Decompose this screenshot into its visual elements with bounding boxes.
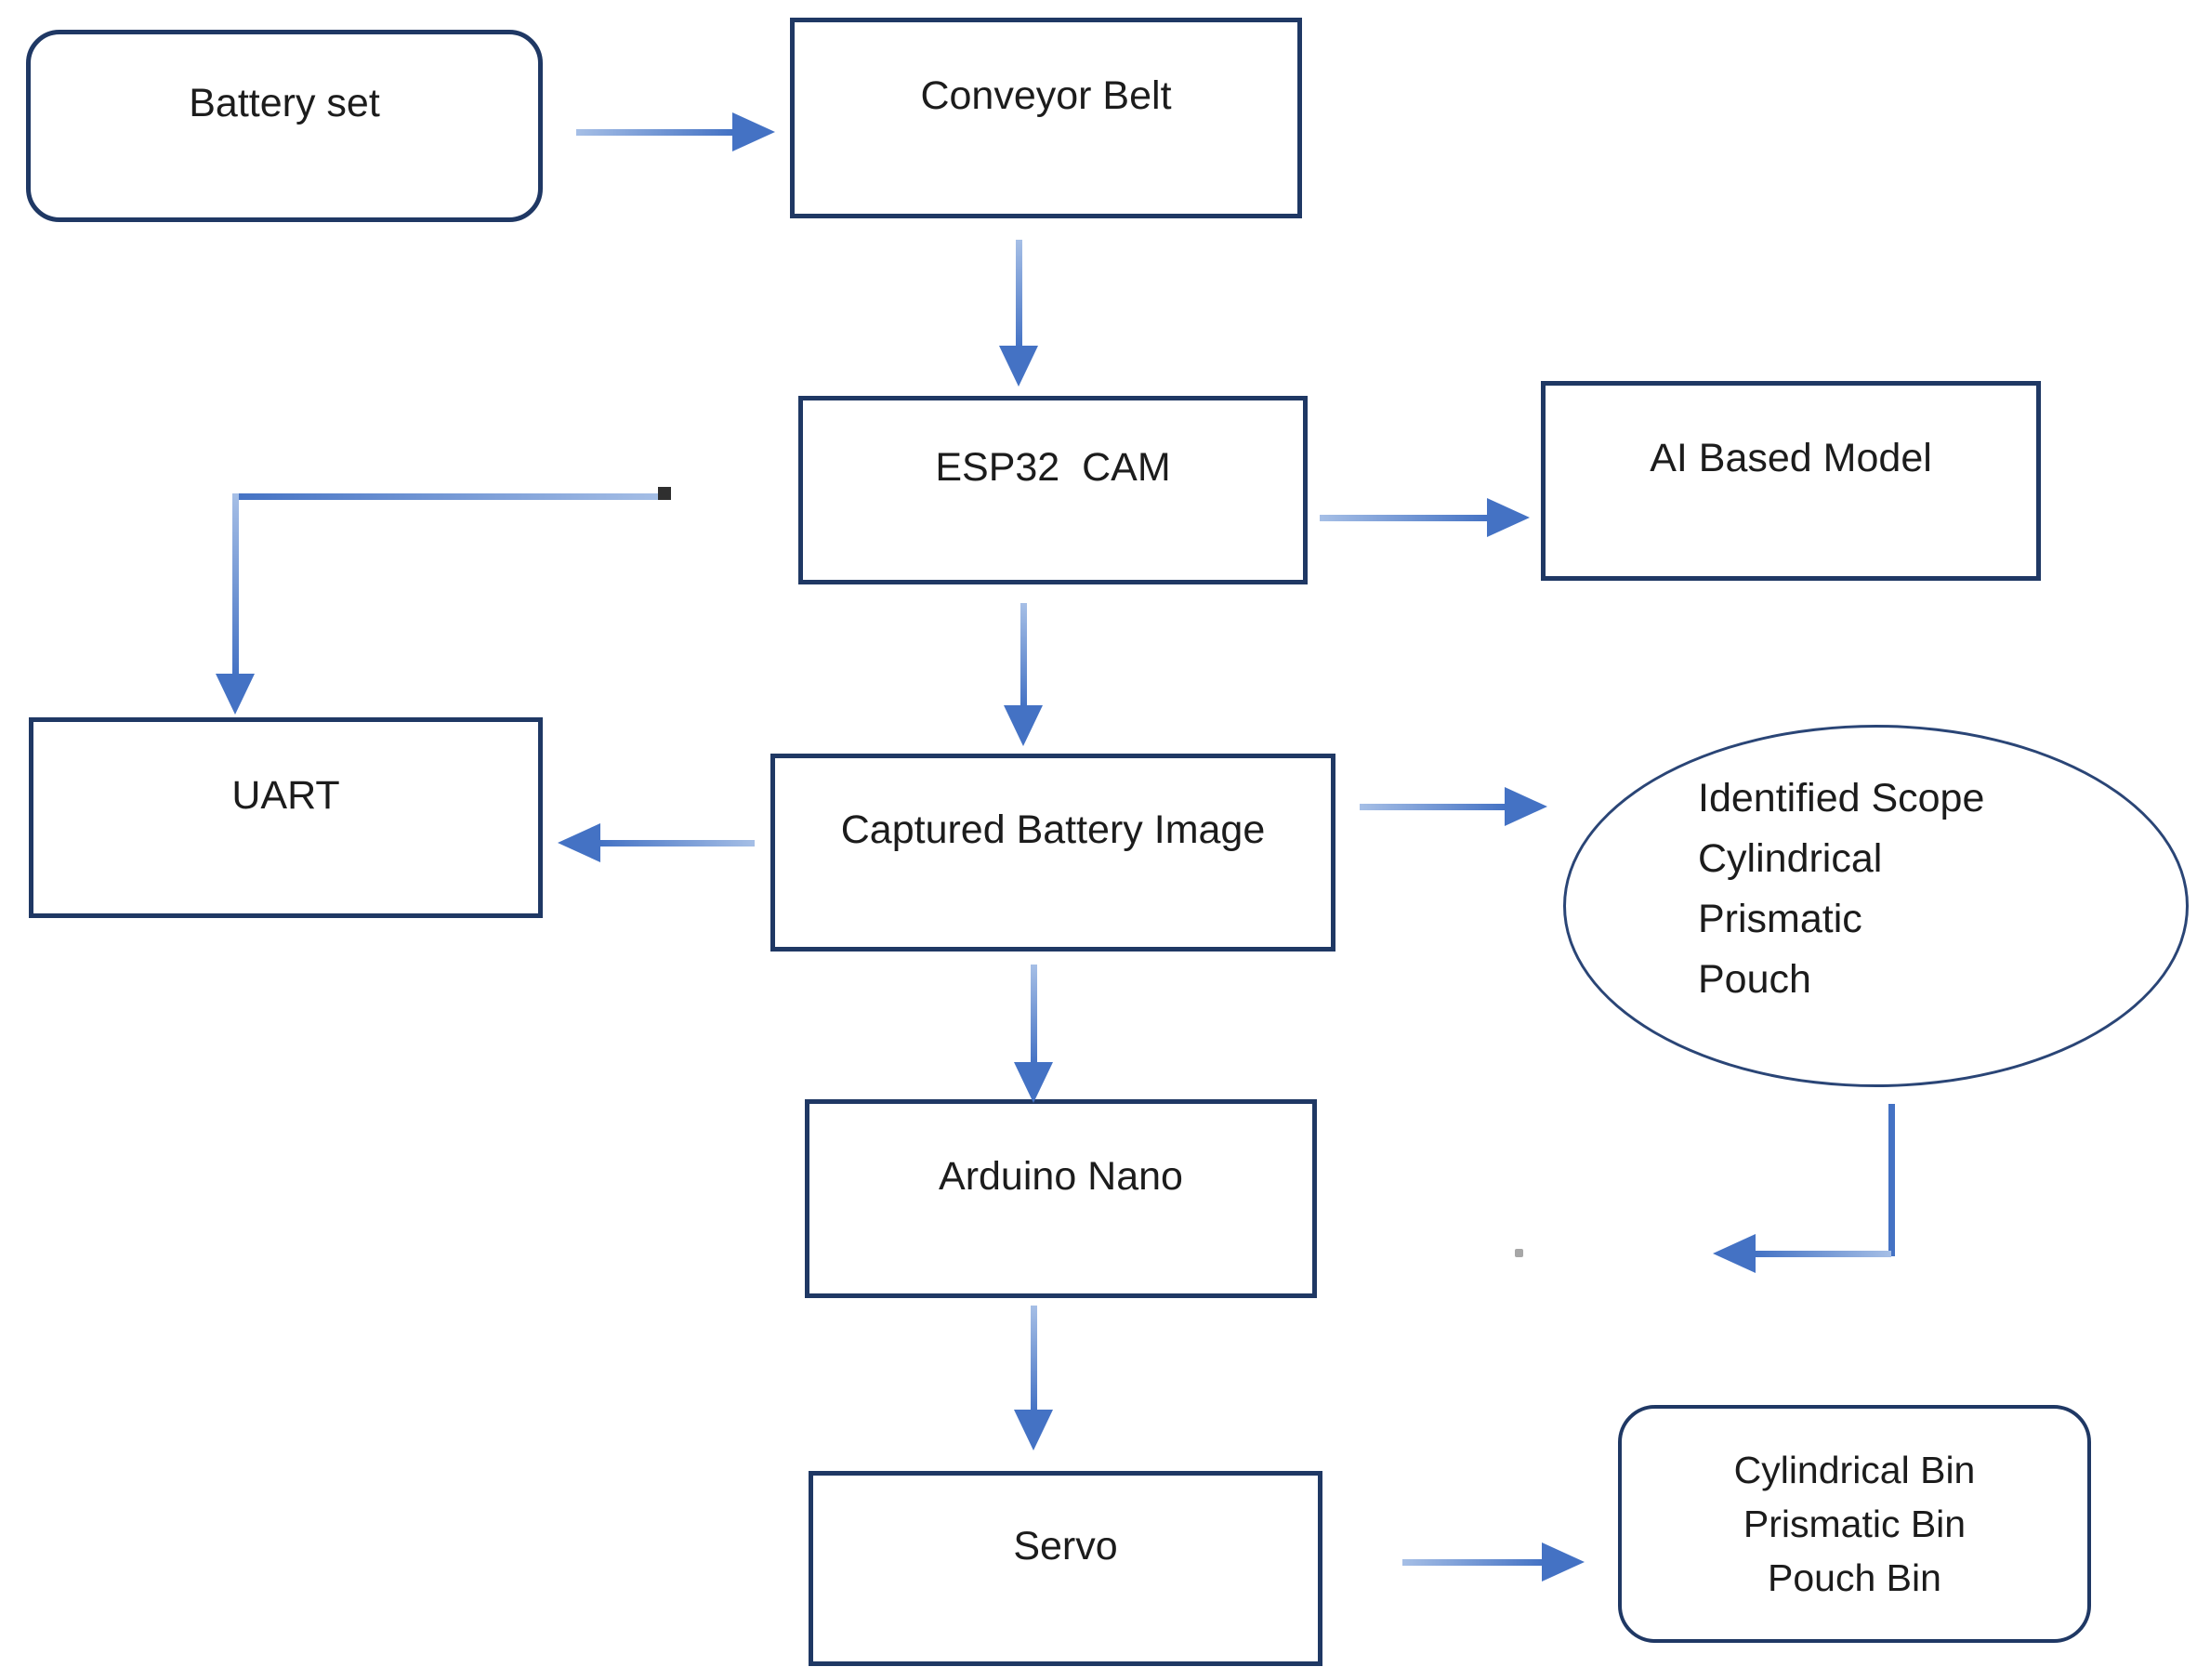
node-ai-based-model-label: AI Based Model [1650,436,1932,480]
elbow-scope-horizontal-line [1756,1251,1891,1257]
node-servo: Servo [809,1471,1322,1666]
node-bins-text: Cylindrical Bin Prismatic Bin Pouch Bin [1734,1443,1976,1605]
node-esp32-cam-label: ESP32 CAM [935,445,1171,490]
node-esp32-cam: ESP32 CAM [798,396,1308,584]
elbow-scope-head-icon [1713,1234,1756,1273]
node-ai-based-model: AI Based Model [1541,381,2041,581]
elbow-scope-vertical-line [1888,1104,1895,1256]
node-identified-scope-text: Identified Scope Cylindrical Prismatic P… [1698,768,1984,1010]
arrow-esp32-to-ai-head-icon [1487,498,1530,537]
node-battery-set-label: Battery set [189,81,380,125]
bins-line: Pouch Bin [1768,1556,1941,1599]
node-servo-label: Servo [1013,1523,1118,1568]
node-conveyor-belt: Conveyor Belt [790,18,1302,218]
arrow-servo-to-bins-line [1402,1559,1544,1566]
stray-dot [1515,1249,1523,1257]
bins-line: Prismatic Bin [1743,1503,1967,1545]
arrow-captured-to-uart-line [600,840,755,847]
identified-scope-line: Identified Scope [1698,776,1985,820]
arrow-esp32-to-ai-line [1320,515,1489,521]
identified-scope-line: Cylindrical [1698,836,1883,881]
arrow-arduino-to-servo-line [1031,1306,1037,1411]
arrow-esp32-to-captured-head-icon [1004,705,1043,746]
arrow-captured-to-arduino-line [1031,965,1037,1064]
arrow-esp32-to-captured-line [1020,603,1027,707]
node-identified-scope-ellipse: Identified Scope Cylindrical Prismatic P… [1563,725,2189,1087]
arrow-captured-to-scope-line [1360,804,1506,810]
arrow-battery-to-conveyor-line [576,129,732,136]
identified-scope-line: Prismatic [1698,897,1862,941]
elbow-endpoint-square [658,487,671,500]
node-battery-set: Battery set [26,30,543,222]
arrow-captured-to-uart-head-icon [558,823,600,862]
node-conveyor-belt-label: Conveyor Belt [920,72,1172,118]
arrow-arduino-to-servo-head-icon [1014,1410,1053,1450]
arrow-conveyor-to-esp32-line [1016,240,1022,348]
node-captured-battery-image: Captured Battery Image [770,754,1335,952]
arrow-servo-to-bins-head-icon [1542,1542,1585,1582]
elbow-esp32-left-vertical-line [232,493,239,676]
node-uart: UART [29,717,543,918]
node-bins: Cylindrical Bin Prismatic Bin Pouch Bin [1618,1405,2091,1643]
bins-line: Cylindrical Bin [1733,1449,1976,1491]
arrow-captured-to-scope-head-icon [1505,787,1547,826]
arrow-battery-to-conveyor-head-icon [732,112,775,151]
arrow-conveyor-to-esp32-head-icon [999,346,1038,387]
node-captured-battery-image-label: Captured Battery Image [840,807,1266,852]
elbow-esp32-left-horizontal-line [235,493,664,500]
elbow-esp32-left-head-icon [216,674,255,715]
node-arduino-nano-label: Arduino Nano [939,1153,1183,1199]
arrow-captured-to-arduino-head-icon [1014,1062,1053,1103]
node-uart-label: UART [231,772,340,818]
identified-scope-line: Pouch [1698,957,1811,1002]
node-arduino-nano: Arduino Nano [805,1099,1317,1298]
